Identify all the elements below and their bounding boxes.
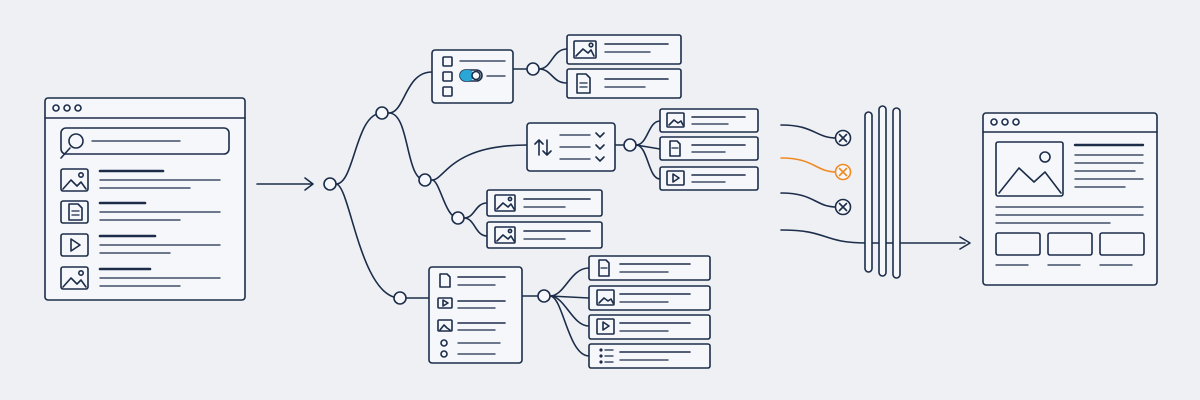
play-icon	[437, 297, 453, 309]
image-icon	[494, 226, 516, 244]
image-icon	[494, 194, 516, 212]
search-bar	[60, 127, 230, 159]
window-controls	[52, 104, 82, 112]
document-icon	[669, 140, 681, 157]
image-icon	[62, 269, 87, 288]
result-card	[659, 136, 759, 161]
mixed-content-panel	[428, 266, 523, 364]
filter-inputs	[780, 124, 971, 250]
image-icon	[666, 112, 685, 128]
list-icon	[599, 348, 614, 364]
source-list-item	[60, 266, 221, 290]
junction-nodes	[323, 62, 637, 305]
result-card	[588, 255, 711, 281]
image-icon	[596, 289, 615, 306]
document-icon	[598, 259, 610, 277]
source-window	[44, 97, 246, 301]
result-card	[588, 285, 711, 311]
sort-panel	[526, 122, 616, 172]
result-card	[659, 166, 759, 191]
result-card	[566, 34, 682, 65]
settings-panel	[431, 49, 514, 104]
result-card	[659, 108, 759, 133]
play-icon	[70, 238, 81, 252]
checkbox-icon	[442, 56, 453, 97]
source-list-item	[60, 200, 221, 224]
filter-barrier	[864, 105, 901, 279]
checkmark-icon	[595, 132, 605, 162]
result-card	[486, 221, 603, 249]
image-icon	[995, 141, 1064, 197]
search-icon	[60, 133, 84, 159]
source-list-item	[60, 168, 221, 192]
result-card	[486, 189, 603, 217]
result-card	[588, 343, 711, 369]
branch-connectors	[335, 48, 661, 357]
source-list-item	[60, 233, 221, 257]
close-circle-icon	[834, 198, 852, 216]
document-icon	[576, 73, 591, 94]
play-icon	[666, 170, 685, 186]
close-circle-icon	[834, 163, 852, 181]
input-arrow	[256, 177, 314, 191]
document-icon	[439, 273, 451, 288]
toggle-icon	[459, 69, 483, 82]
result-window	[982, 112, 1158, 286]
window-controls	[990, 118, 1020, 126]
close-circle-icon	[834, 129, 852, 147]
image-icon	[62, 172, 87, 190]
layout-card-icon	[995, 232, 1145, 256]
sort-arrows-icon	[534, 139, 552, 156]
result-card	[588, 314, 711, 340]
image-icon	[437, 319, 453, 332]
image-icon	[573, 40, 597, 59]
document-icon	[68, 203, 83, 221]
result-card	[566, 68, 682, 99]
play-icon	[596, 318, 615, 335]
